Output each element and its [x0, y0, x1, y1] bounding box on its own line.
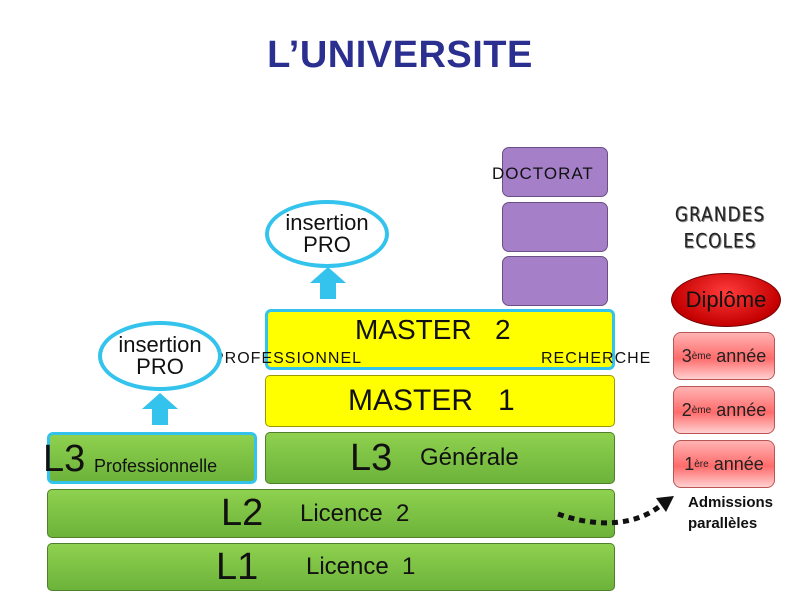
admissions-line2: parallèles: [688, 515, 758, 532]
l2-label: Licence 2: [300, 499, 410, 527]
annee-3-label: année: [711, 345, 767, 366]
dotted-arrow-icon: [557, 496, 674, 526]
level-l3-pro: [47, 432, 257, 484]
recherche-label: RECHERCHE: [541, 350, 652, 367]
level-master1: MASTER 1: [265, 375, 615, 427]
l2-code: L2: [221, 492, 264, 534]
level-master2: MASTER 2: [265, 309, 615, 370]
doctorat-year-3: [502, 147, 608, 197]
annee-3-num: 3: [681, 345, 692, 366]
annee-2-label: année: [711, 399, 767, 420]
annee-1-label: année: [708, 453, 764, 474]
page-title: L’UNIVERSITE: [267, 34, 533, 76]
professionnel-label: PROFESSIONNEL: [213, 350, 363, 367]
l1-label: Licence 1: [306, 553, 416, 580]
annee-3-sup: ème: [691, 350, 712, 362]
level-l3-generale: L3 Générale: [265, 432, 615, 484]
insertion-master-line2: PRO: [303, 232, 351, 257]
diplome-badge: Diplôme: [671, 273, 781, 327]
insertion-master-line1: insertion: [285, 210, 369, 235]
master2-label: MASTER 2: [355, 314, 511, 345]
admissions-paralleles: Admissions parallèles: [688, 492, 773, 534]
insertion-pro-l3: insertion PRO: [98, 321, 222, 391]
annee-2-num: 2: [681, 399, 692, 420]
arrow-up-icon: [142, 393, 178, 425]
master1-label: MASTER 1: [348, 384, 515, 417]
grandes-ecoles-line1: GRANDES: [674, 203, 766, 227]
l3-pro-code: L3: [43, 438, 86, 480]
grandes-ecoles-line2: ECOLES: [683, 230, 757, 254]
admissions-line1: Admissions: [688, 494, 774, 511]
annee-2-sup: ème: [691, 404, 712, 416]
doctorat-year-1: [502, 256, 608, 306]
level-l1: L1 Licence 1: [47, 543, 615, 591]
annee-1-sup: ère: [694, 458, 709, 470]
insertion-pro-master: insertion PRO: [265, 200, 389, 268]
arrow-up-icon: [310, 267, 346, 299]
insertion-l3-line2: PRO: [136, 354, 184, 379]
level-l2: L2 Licence 2: [47, 489, 615, 538]
insertion-l3-line1: insertion: [118, 332, 202, 357]
l1-code: L1: [216, 545, 259, 588]
l3-gen-label: Générale: [420, 444, 519, 471]
l3-gen-code: L3: [350, 436, 393, 479]
doctorat-year-2: [502, 202, 608, 252]
annee-1-num: 1: [684, 453, 695, 474]
diplome-label: Diplôme: [685, 287, 767, 312]
doctorat-label: DOCTORAT: [492, 164, 594, 183]
l3-pro-label: Professionnelle: [94, 456, 218, 476]
grandes-ecoles-title: GRANDES ECOLES: [660, 203, 780, 256]
